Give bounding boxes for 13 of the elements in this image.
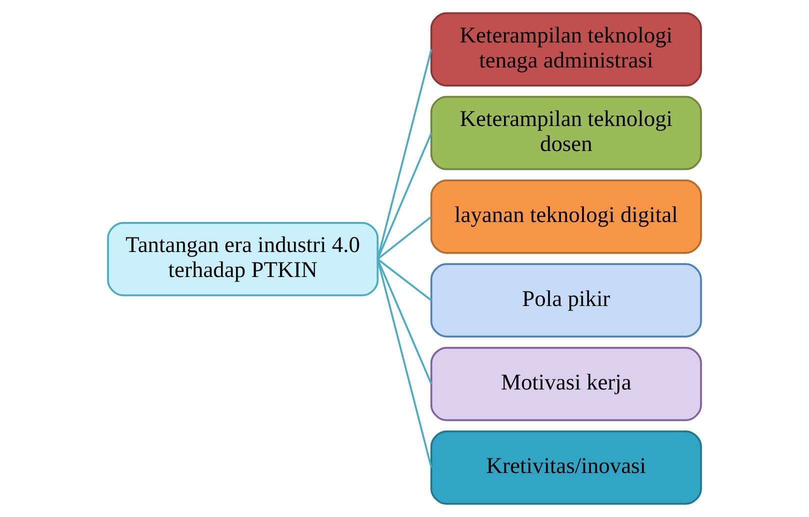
connector (376, 258, 432, 384)
connector (376, 258, 432, 468)
node-box: layanan teknologi digital (430, 180, 702, 254)
connector (377, 258, 432, 302)
connector (376, 49, 432, 260)
node-box: Kretivitas/inovasi (430, 430, 702, 505)
node-box: Keterampilan teknologi dosen (430, 96, 702, 170)
connector (377, 216, 432, 260)
connector (376, 132, 432, 260)
node-box: Keterampilan teknologi tenaga administrasi (430, 12, 702, 87)
node-box: Pola pikir (430, 263, 702, 338)
node-box: Motivasi kerja (430, 346, 702, 422)
node-box: Tantangan era industri 4.0 terhadap PTKIN (107, 222, 379, 296)
